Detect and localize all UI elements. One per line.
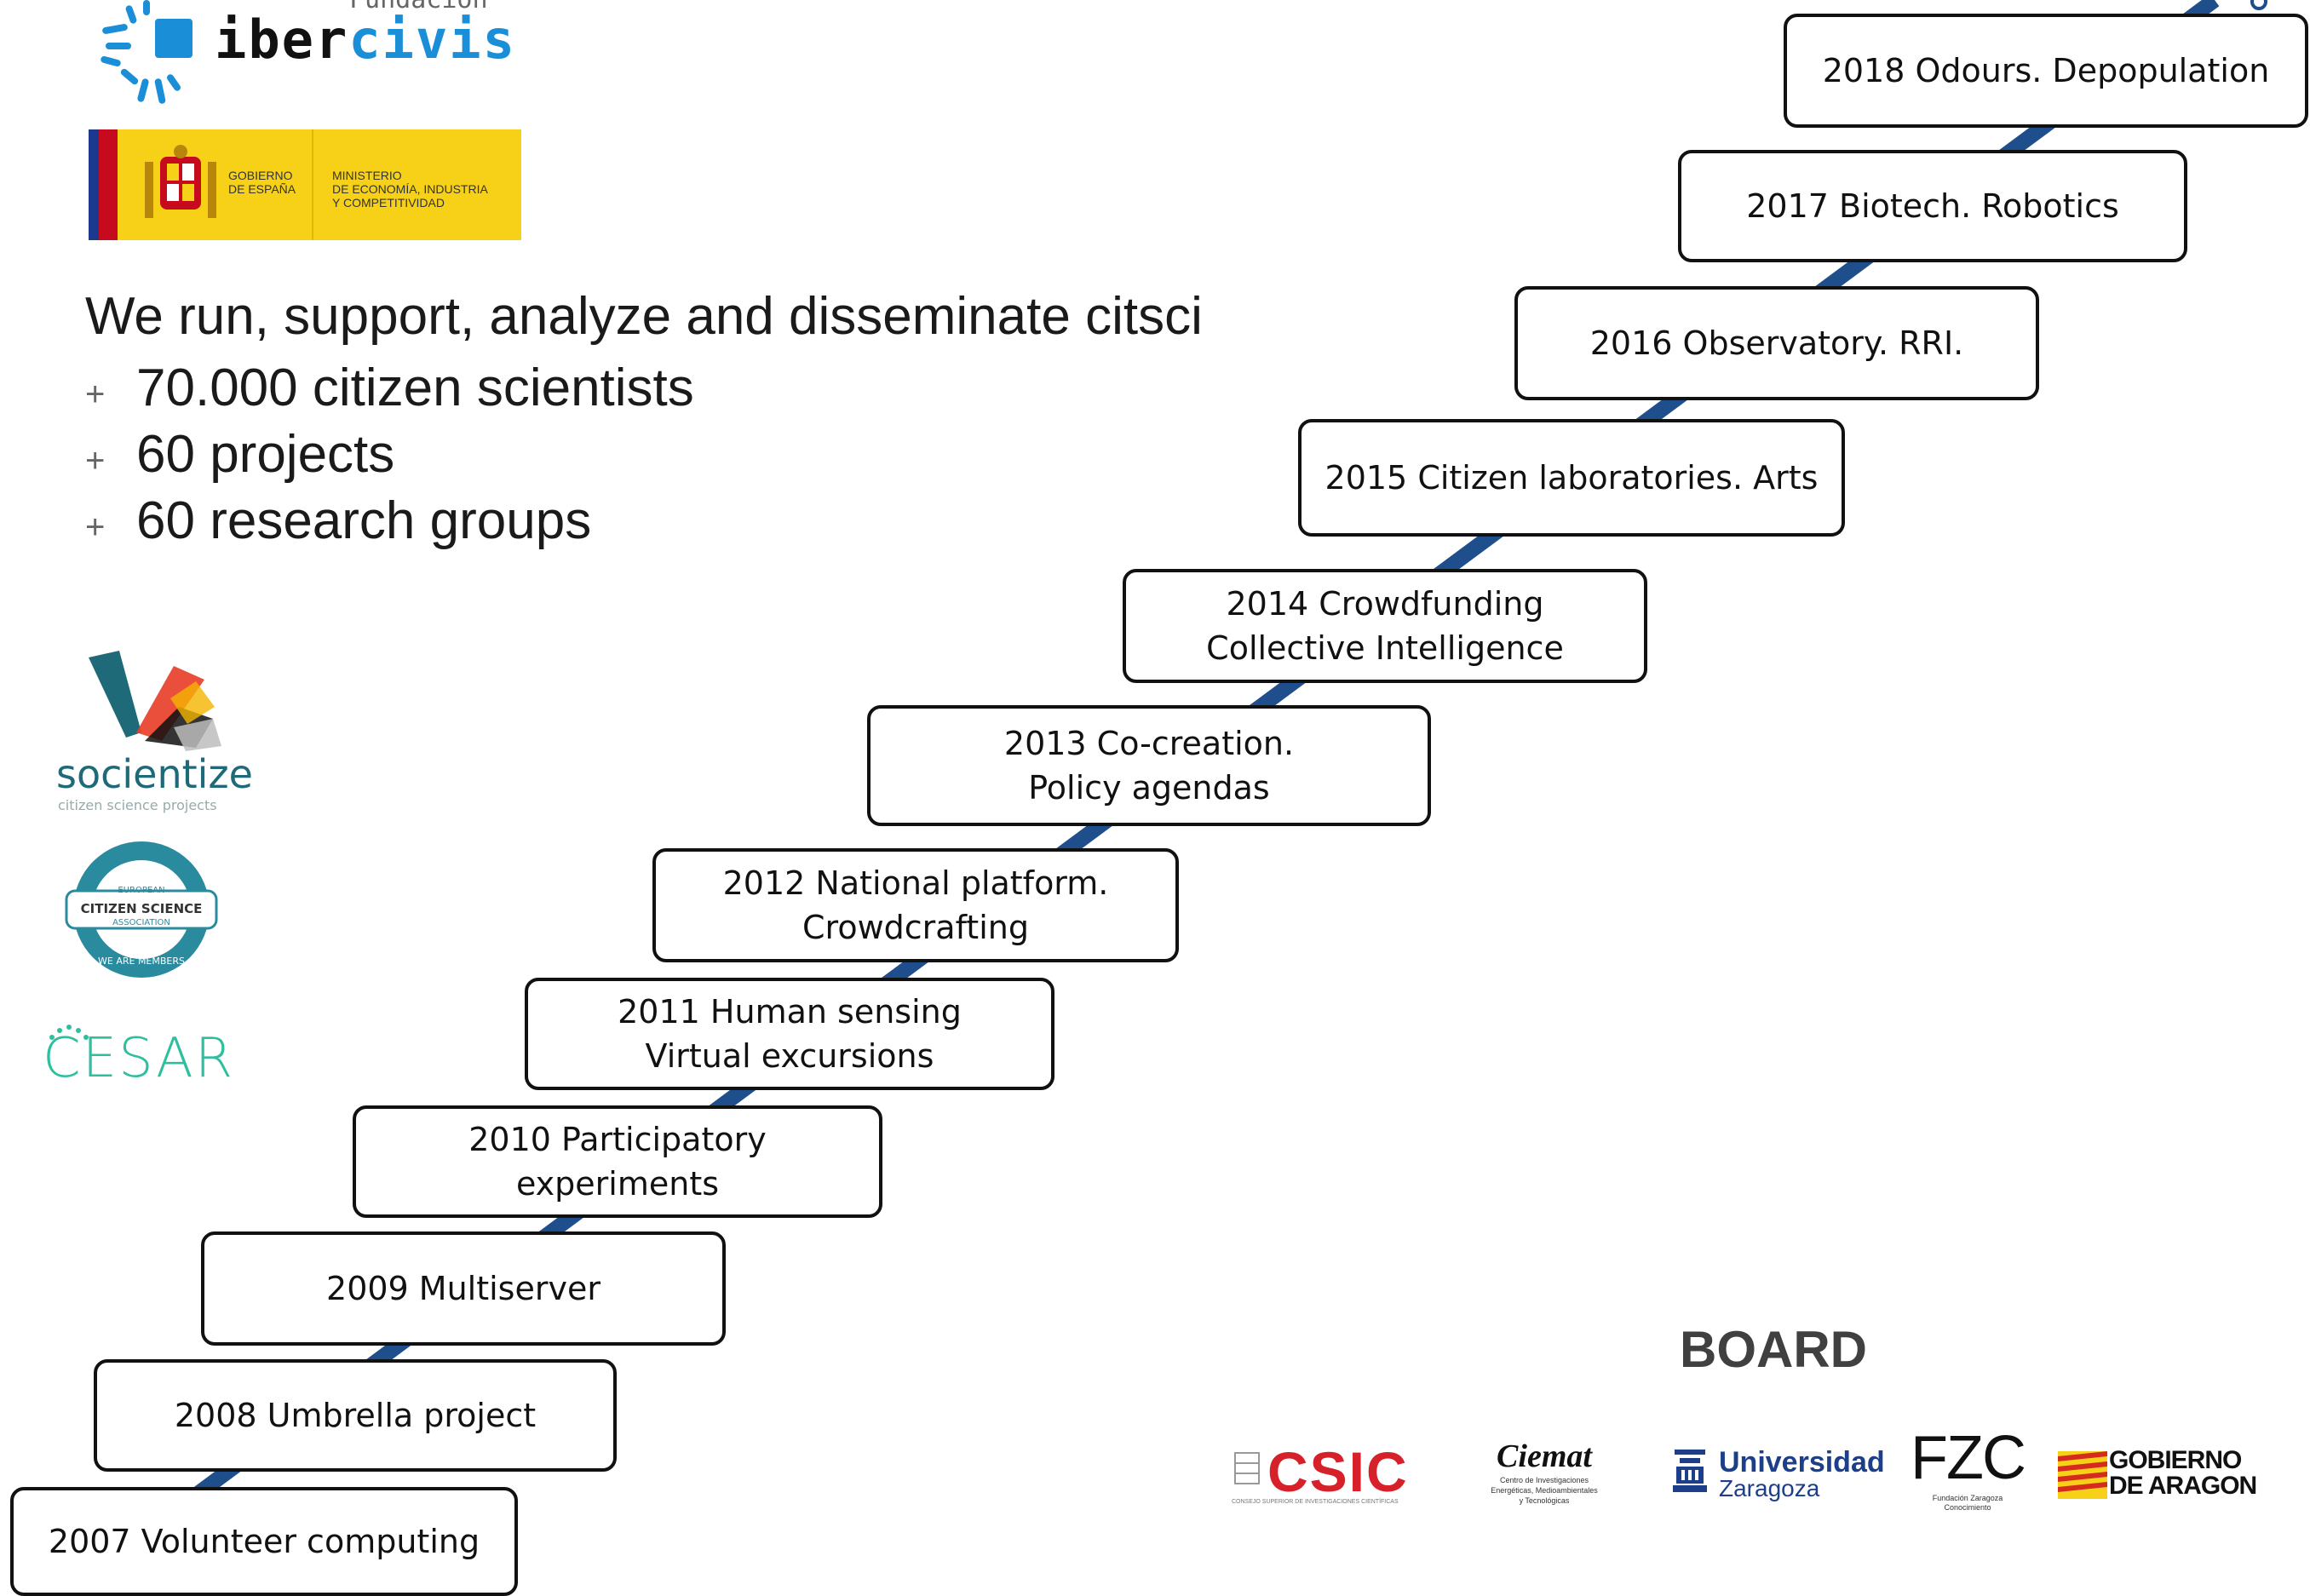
milestone-2016: 2016 Observatory. RRI.	[1514, 286, 2039, 400]
fzc-name: FZC	[1911, 1424, 2026, 1492]
ciemat-logo: Ciemat Centro de Investigaciones Energét…	[1472, 1438, 1617, 1523]
milestone-2009: 2009 Multiserver	[201, 1231, 726, 1346]
socientize-name: socientize	[56, 751, 253, 797]
bullet-marker: +	[85, 376, 106, 413]
aragon-flag-icon	[2058, 1451, 2107, 1499]
bullet-item: +70.000 citizen scientists	[85, 358, 694, 424]
fzc-logo: FZC Fundación Zaragoza Conocimiento	[1908, 1422, 2027, 1524]
gov-line-1: GOBIERNO	[228, 169, 293, 182]
ciemat-name: Ciemat	[1497, 1438, 1592, 1474]
ecsa-main-text: CITIZEN SCIENCE	[80, 901, 203, 916]
milestone-2012: 2012 National platform. Crowdcrafting	[652, 848, 1179, 962]
ecsa-badge: EUROPEAN CITIZEN SCIENCE ASSOCIATION WE …	[65, 840, 218, 979]
fzc-subtitle: Fundación Zaragoza Conocimiento	[1908, 1494, 2027, 1513]
board-title: BOARD	[1680, 1321, 1867, 1378]
bullet-marker: +	[85, 442, 106, 479]
milestone-2017: 2017 Biotech. Robotics	[1678, 150, 2187, 262]
unizar-tower-icon	[1673, 1450, 1707, 1492]
ciemat-sub-3: y Tecnológicas	[1519, 1496, 1570, 1505]
cesar-dots-icon	[49, 1025, 89, 1040]
aragon-logo: GOBIERNO DE ARAGON	[2058, 1448, 2271, 1507]
socientize-tagline: citizen science projects	[58, 797, 217, 813]
gov-line-2: DE ESPAÑA	[228, 182, 296, 196]
eu-stripe	[89, 129, 99, 240]
timeline-end-dot	[2250, 0, 2267, 10]
min-line-3: Y COMPETITIVIDAD	[332, 196, 445, 210]
bullet-text: 60 projects	[136, 425, 395, 484]
intro-headline: We run, support, analyze and disseminate…	[85, 287, 1203, 346]
fzc-sub-2: Conocimiento	[1944, 1503, 1991, 1512]
intro-bullets: +70.000 citizen scientists +60 projects …	[85, 358, 694, 557]
foundation-label: Fundación	[349, 0, 488, 14]
milestone-2008: 2008 Umbrella project	[94, 1359, 617, 1472]
ecsa-badge-icon	[65, 841, 218, 978]
milestone-2010: 2010 Participatory experiments	[353, 1105, 882, 1218]
csic-emblem-icon	[1234, 1452, 1260, 1484]
min-line-1: MINISTERIO	[332, 169, 402, 182]
bullet-text: 60 research groups	[136, 491, 592, 550]
cesar-logo: CESAR	[43, 1025, 235, 1090]
cesar-name: CESAR	[43, 1027, 235, 1090]
milestone-2014: 2014 Crowdfunding Collective Intelligenc…	[1123, 569, 1647, 683]
ecsa-ring-text: WE ARE MEMBERS	[98, 956, 185, 967]
socientize-mark-icon	[89, 651, 221, 751]
milestone-2013: 2013 Co-creation. Policy agendas	[867, 705, 1431, 826]
unizar-line-1: Universidad	[1719, 1446, 1885, 1478]
bullet-item: +60 research groups	[85, 491, 694, 557]
ministry-text: MINISTERIO DE ECONOMÍA, INDUSTRIA Y COMP…	[332, 169, 488, 210]
ecsa-sub-text: ASSOCIATION	[112, 918, 170, 927]
csic-logo: CSIC CONSEJO SUPERIOR DE INVESTIGACIONES…	[1232, 1439, 1445, 1507]
ibercivis-logo: Fundación ibercivis	[94, 0, 520, 111]
gov-spain-text: GOBIERNO DE ESPAÑA	[228, 169, 296, 196]
bullet-marker: +	[85, 508, 106, 546]
aragon-line-2: DE ARAGON	[2109, 1472, 2257, 1500]
ministry-divider	[312, 129, 313, 240]
aragon-line-1: GOBIERNO	[2109, 1446, 2242, 1474]
milestone-2018: 2018 Odours. Depopulation	[1784, 14, 2308, 128]
spain-stripe	[99, 129, 118, 240]
coat-of-arms-icon	[145, 145, 216, 218]
unizar-line-2: Zaragoza	[1719, 1475, 1820, 1501]
min-line-2: DE ECONOMÍA, INDUSTRIA	[332, 182, 488, 196]
socientize-logo: socientize citizen science projects	[53, 647, 253, 813]
ciemat-sub-1: Centro de Investigaciones	[1499, 1476, 1589, 1484]
ibercivis-burst-icon	[101, 0, 192, 104]
unizar-logo: Universidad Zaragoza	[1671, 1446, 1885, 1514]
org-name-blue: civis	[348, 9, 516, 71]
bullet-item: +60 projects	[85, 424, 694, 491]
ciemat-subtitle: Centro de Investigaciones Energéticas, M…	[1472, 1475, 1617, 1506]
csic-name: CSIC	[1267, 1440, 1409, 1503]
csic-subtitle: CONSEJO SUPERIOR DE INVESTIGACIONES CIEN…	[1232, 1499, 1399, 1505]
aragon-text: GOBIERNO DE ARAGON	[2109, 1446, 2257, 1500]
milestone-2011: 2011 Human sensing Virtual excursions	[525, 978, 1054, 1090]
org-name-dark: iber	[215, 9, 349, 71]
bullet-text: 70.000 citizen scientists	[136, 359, 694, 417]
milestone-2015: 2015 Citizen laboratories. Arts	[1298, 419, 1845, 537]
ministry-logo: GOBIERNO DE ESPAÑA MINISTERIO DE ECONOMÍ…	[89, 129, 521, 240]
fzc-sub-1: Fundación Zaragoza	[1932, 1494, 2003, 1502]
milestone-2007: 2007 Volunteer computing	[10, 1487, 518, 1596]
org-name: ibercivis	[215, 9, 516, 71]
board-logos: CSIC CONSEJO SUPERIOR DE INVESTIGACIONES…	[1232, 1422, 2271, 1533]
ecsa-top-text: EUROPEAN	[118, 886, 165, 895]
ciemat-sub-2: Energéticas, Medioambientales	[1491, 1486, 1598, 1495]
